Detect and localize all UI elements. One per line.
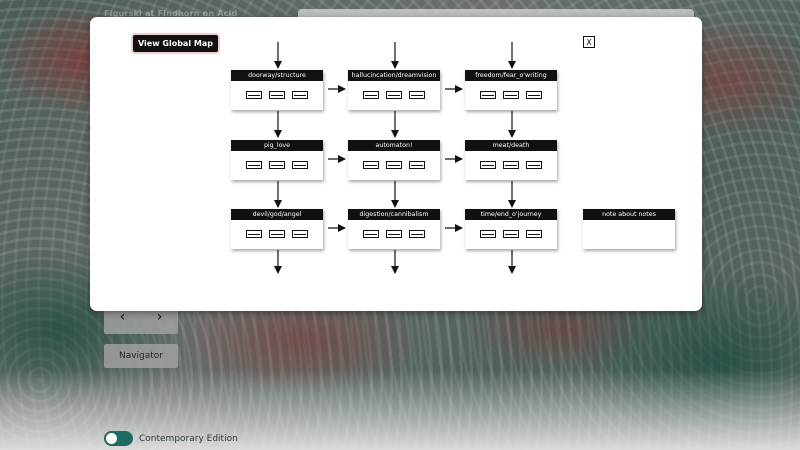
box-icon — [269, 91, 285, 99]
box-icon — [480, 161, 496, 169]
node-doorway-structure[interactable]: doorway/structure — [231, 70, 323, 110]
node-title: digestion/cannibalism — [348, 209, 440, 220]
node-freedom-fear[interactable]: freedom/fear_o'writing — [465, 70, 557, 110]
box-icon — [526, 161, 542, 169]
next-arrow-icon[interactable]: › — [156, 309, 163, 325]
node-time-end-journey[interactable]: time/end_o'journey — [465, 209, 557, 249]
box-icon — [292, 230, 308, 238]
box-icon — [503, 161, 519, 169]
node-note-about-notes[interactable]: note about notes — [583, 209, 675, 249]
box-icon — [526, 230, 542, 238]
box-icon — [363, 91, 379, 99]
box-icon — [503, 91, 519, 99]
box-icon — [363, 161, 379, 169]
node-title: note about notes — [583, 209, 675, 220]
view-global-map-button[interactable]: View Global Map — [133, 35, 218, 52]
close-icon[interactable]: X — [583, 36, 595, 48]
node-title: pig_love — [231, 140, 323, 151]
box-icon — [386, 91, 402, 99]
node-meat-death[interactable]: meat/death — [465, 140, 557, 180]
node-title: hallucincation/dreamvision — [348, 70, 440, 81]
box-icon — [480, 91, 496, 99]
box-icon — [503, 230, 519, 238]
node-boxes — [348, 161, 440, 169]
prev-arrow-icon[interactable]: ‹ — [119, 309, 126, 325]
node-boxes — [348, 91, 440, 99]
box-icon — [292, 161, 308, 169]
box-icon — [246, 91, 262, 99]
node-boxes — [231, 161, 323, 169]
box-icon — [246, 161, 262, 169]
box-icon — [526, 91, 542, 99]
box-icon — [386, 161, 402, 169]
node-boxes — [231, 91, 323, 99]
node-title: doorway/structure — [231, 70, 323, 81]
node-automaton[interactable]: automaton! — [348, 140, 440, 180]
box-icon — [292, 91, 308, 99]
node-title: time/end_o'journey — [465, 209, 557, 220]
box-icon — [269, 161, 285, 169]
box-icon — [246, 230, 262, 238]
box-icon — [409, 161, 425, 169]
box-icon — [386, 230, 402, 238]
box-icon — [269, 230, 285, 238]
node-boxes — [465, 230, 557, 238]
node-pig-love[interactable]: pig_love — [231, 140, 323, 180]
node-hallucination-dreamvision[interactable]: hallucincation/dreamvision — [348, 70, 440, 110]
node-devil-god-angel[interactable]: devil/god/angel — [231, 209, 323, 249]
edition-label: Contemporary Edition — [139, 433, 238, 444]
edition-toggle-row: Contemporary Edition — [104, 431, 238, 446]
box-icon — [409, 91, 425, 99]
navigator-button[interactable]: Navigator — [104, 344, 178, 368]
toggle-knob — [106, 433, 117, 444]
node-boxes — [465, 91, 557, 99]
node-title: meat/death — [465, 140, 557, 151]
edition-toggle[interactable] — [104, 431, 133, 446]
box-icon — [480, 230, 496, 238]
page-title: Figurski at Findhorn on Acid — [104, 9, 238, 18]
node-boxes — [465, 161, 557, 169]
node-title: devil/god/angel — [231, 209, 323, 220]
node-boxes — [231, 230, 323, 238]
node-title: automaton! — [348, 140, 440, 151]
node-digestion-cannibalism[interactable]: digestion/cannibalism — [348, 209, 440, 249]
node-boxes — [348, 230, 440, 238]
node-title: freedom/fear_o'writing — [465, 70, 557, 81]
box-icon — [363, 230, 379, 238]
box-icon — [409, 230, 425, 238]
